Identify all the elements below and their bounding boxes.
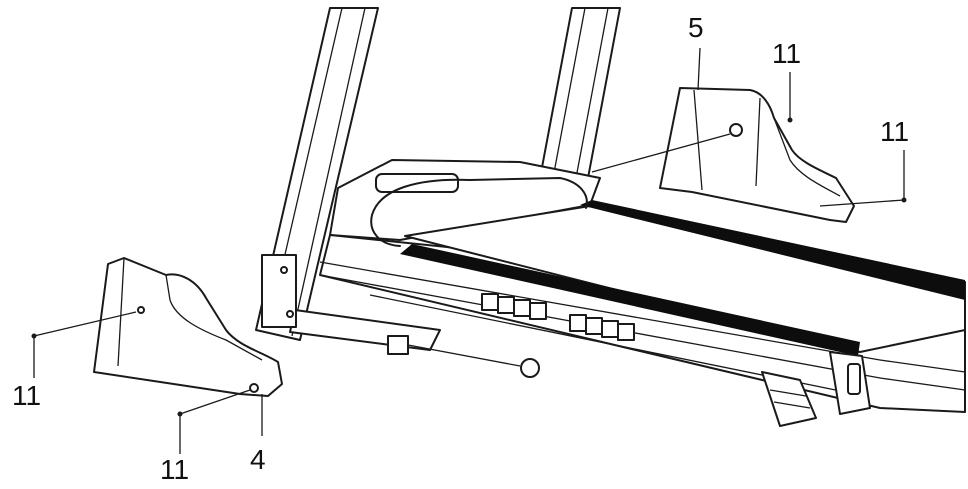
callout-screw-11-right: 11 <box>880 116 910 147</box>
base-frame <box>261 254 540 378</box>
rear-end-cap <box>761 351 871 427</box>
callout-screw-11-left: 11 <box>12 380 42 411</box>
callout-part-5: 5 <box>688 12 704 43</box>
callout-screw-11-bottom: 11 <box>160 454 190 485</box>
left-base-cover-part-4 <box>93 257 283 397</box>
running-belt <box>400 200 966 356</box>
right-upright-post <box>539 7 621 179</box>
front-roller-cover <box>370 177 588 247</box>
side-button-row-left <box>481 293 547 320</box>
screw-markers <box>31 117 907 417</box>
side-button-row-right <box>569 314 635 341</box>
right-base-cover-part-5 <box>659 87 855 223</box>
callout-part-4: 4 <box>250 444 266 475</box>
leader-lines <box>33 47 905 454</box>
callout-screw-11-top: 11 <box>772 38 802 69</box>
